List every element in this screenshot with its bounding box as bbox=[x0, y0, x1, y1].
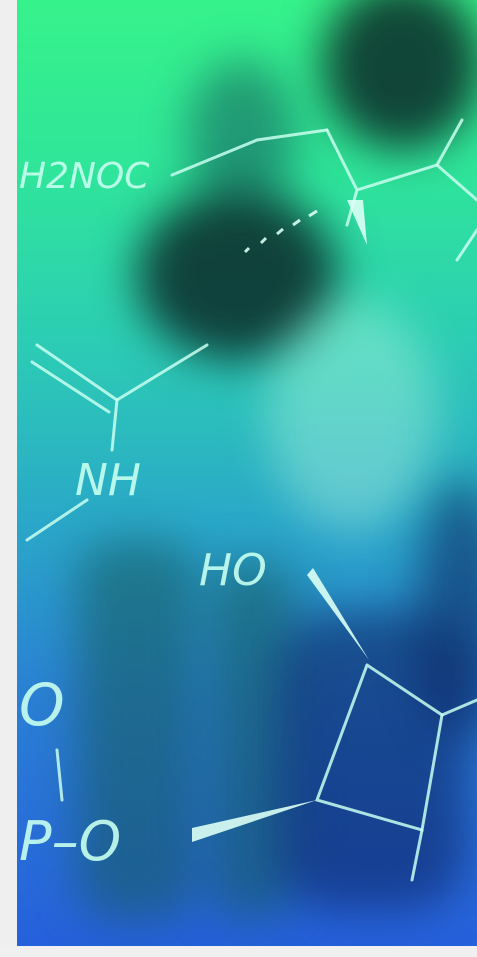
bond-carbonyl-1 bbox=[35, 343, 119, 402]
bond-top-1 bbox=[170, 128, 329, 177]
bottom-margin bbox=[0, 946, 477, 957]
bond-top-2 bbox=[325, 128, 477, 202]
tube-blur-left bbox=[77, 540, 197, 920]
molecule-overlay: H2NOC NH HO O P–O bbox=[19, 118, 477, 882]
wedge-po bbox=[192, 800, 317, 842]
bond-p-vertical bbox=[55, 748, 64, 802]
label-h2noc: H2NOC bbox=[19, 156, 150, 197]
label-o: O bbox=[19, 671, 65, 739]
ring-bond bbox=[315, 663, 444, 832]
bond-mid-3 bbox=[25, 498, 89, 542]
bond-top-4 bbox=[435, 118, 464, 167]
hero-image: H2NOC NH HO O P–O bbox=[17, 0, 477, 946]
dark-blur-center bbox=[137, 190, 337, 360]
light-blur-center bbox=[267, 300, 437, 530]
bond-mid-2 bbox=[110, 398, 119, 452]
wedge-top bbox=[347, 200, 367, 245]
bond-ring-right bbox=[440, 698, 477, 717]
label-nh: NH bbox=[75, 455, 141, 506]
dark-blur-top-right bbox=[322, 0, 477, 150]
bond-ring-down bbox=[410, 828, 424, 882]
label-po: P–O bbox=[19, 810, 121, 873]
bond-mid-1 bbox=[115, 343, 209, 402]
bond-carbonyl-2 bbox=[30, 360, 111, 414]
left-margin bbox=[0, 0, 17, 957]
glass-neck-blur bbox=[187, 60, 297, 210]
wedge-ho bbox=[307, 568, 369, 660]
label-ho: HO bbox=[199, 545, 267, 596]
hash-bond-top bbox=[243, 209, 318, 254]
bond-top-5 bbox=[455, 228, 477, 262]
